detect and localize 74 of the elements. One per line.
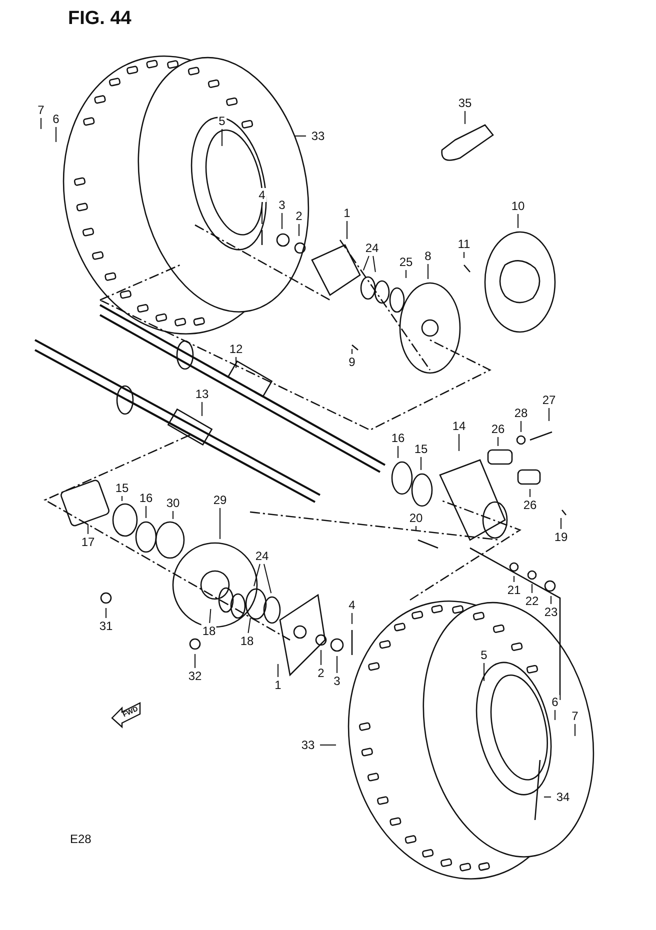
callout-number: 3: [332, 674, 342, 688]
leader-line: [520, 420, 522, 432]
leader-line: [544, 796, 552, 798]
callout-number: 7: [36, 103, 46, 117]
callout-number: 33: [310, 129, 326, 143]
leader-line: [346, 220, 348, 240]
callout-number: 15: [114, 481, 130, 495]
callout-number: 1: [274, 678, 282, 692]
callout-number: 16: [390, 431, 406, 445]
callout-number: 25: [398, 255, 414, 269]
callout-number: 2: [316, 666, 326, 680]
callout-number: 6: [52, 112, 60, 126]
callout-number: 24: [364, 241, 380, 255]
callout-number: 21: [506, 583, 522, 597]
callout-number: 28: [513, 406, 529, 420]
leader-line: [548, 408, 550, 422]
leader-line: [320, 744, 336, 746]
leader-line: [209, 608, 212, 624]
callout-number: 6: [550, 695, 560, 709]
code-label: E28: [70, 832, 92, 846]
leader-line: [550, 596, 552, 604]
callout-number: 18: [239, 634, 255, 648]
leader-line: [560, 518, 562, 530]
leader-line: [298, 224, 300, 236]
callout-number: 16: [138, 491, 154, 505]
callout-number: 15: [413, 442, 429, 456]
leader-line: [254, 564, 260, 587]
leader-line: [248, 618, 251, 634]
callout-number: 3: [278, 198, 286, 212]
callout-number: 33: [300, 738, 316, 752]
callout-number: 27: [541, 393, 557, 407]
callout-number: 17: [80, 535, 96, 549]
leader-line: [362, 256, 370, 271]
callout-number: 5: [480, 648, 488, 662]
callout-number: 1: [342, 206, 352, 220]
leader-line: [372, 256, 376, 272]
callout-number: 31: [98, 619, 114, 633]
callout-number: 26: [490, 422, 506, 436]
callout-number: 22: [524, 594, 540, 608]
callout-number: 4: [348, 598, 356, 612]
callout-number: 32: [187, 669, 203, 683]
leader-line: [194, 654, 196, 668]
leader-line: [554, 710, 556, 720]
callout-number: 14: [451, 419, 467, 433]
callout-number: 35: [457, 96, 473, 110]
leader-line: [420, 456, 422, 470]
callout-number: 5: [218, 114, 226, 128]
callout-number: 9: [348, 355, 356, 369]
leader-line: [464, 110, 466, 124]
leader-line: [40, 118, 42, 130]
callout-number: 30: [165, 496, 181, 510]
figure-title: FIG. 44: [68, 8, 132, 30]
leader-line: [264, 564, 272, 594]
leader-line: [336, 656, 338, 674]
leader-line: [320, 650, 322, 666]
callout-number: 8: [424, 249, 432, 263]
callout-number: 13: [194, 387, 210, 401]
leader-line: [574, 724, 576, 736]
callout-number: 24: [254, 549, 270, 563]
callout-number: 18: [201, 624, 217, 638]
callout-number: 29: [212, 493, 228, 507]
callout-number: 34: [555, 790, 571, 804]
callout-number: 20: [408, 511, 424, 525]
leader-line: [458, 434, 460, 452]
callout-number: 2: [294, 209, 304, 223]
callout-number: 26: [522, 498, 538, 512]
callout-number: 12: [228, 342, 244, 356]
callout-number: 10: [510, 199, 526, 213]
callout-number: 19: [553, 530, 569, 544]
callout-number: 11: [456, 237, 472, 251]
callout-number: 4: [258, 188, 266, 202]
callout-number: 23: [543, 605, 559, 619]
callout-number: 7: [570, 709, 580, 723]
leader-line: [172, 510, 174, 520]
